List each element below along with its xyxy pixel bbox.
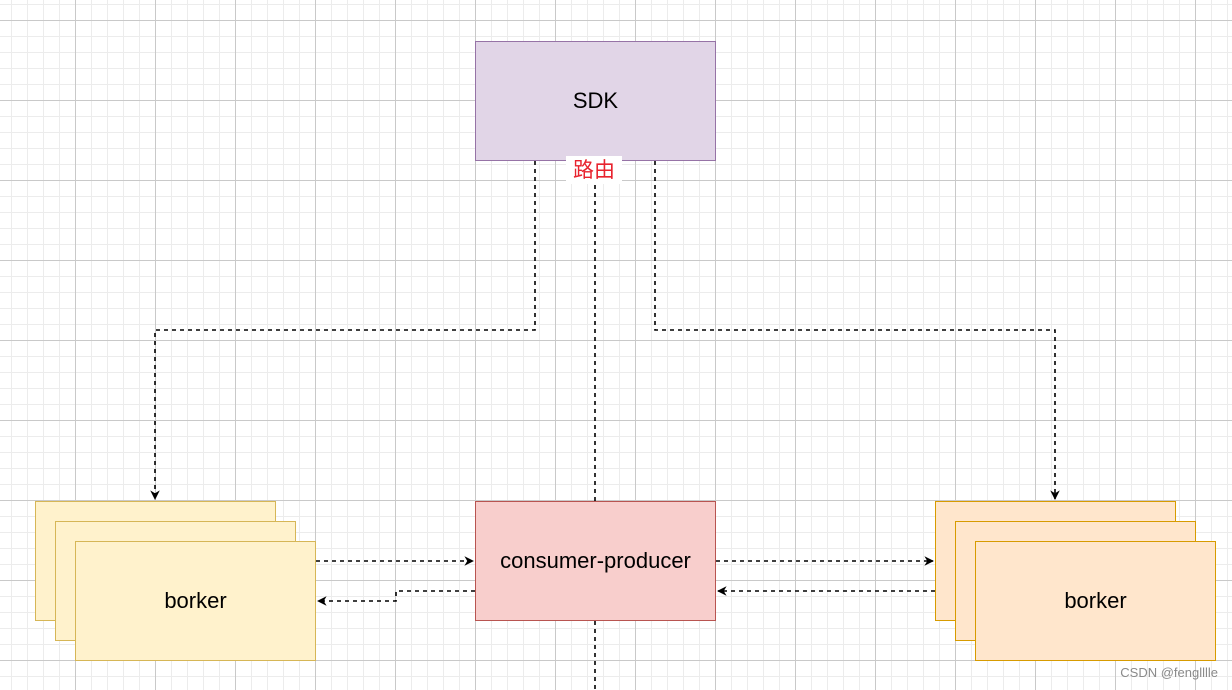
consumer-producer-node-label: consumer-producer [500, 548, 691, 573]
right-broker-node: borker [975, 541, 1216, 661]
watermark: CSDN @fenglllle [1120, 665, 1218, 680]
route-edge-label: 路由 [566, 156, 622, 184]
edge-consumer-producer-to-left-broker [317, 590, 475, 606]
sdk-node: SDK [475, 41, 716, 161]
consumer-producer-node: consumer-producer [475, 501, 716, 621]
left-broker-node: borker [75, 541, 316, 661]
sdk-node-label: SDK [572, 88, 619, 113]
edge-sdk-to-left-broker [150, 161, 536, 500]
left-broker-node-label: borker [164, 588, 227, 613]
edge-sdk-to-right-broker [654, 161, 1060, 500]
right-broker-node-label: borker [1064, 588, 1127, 613]
